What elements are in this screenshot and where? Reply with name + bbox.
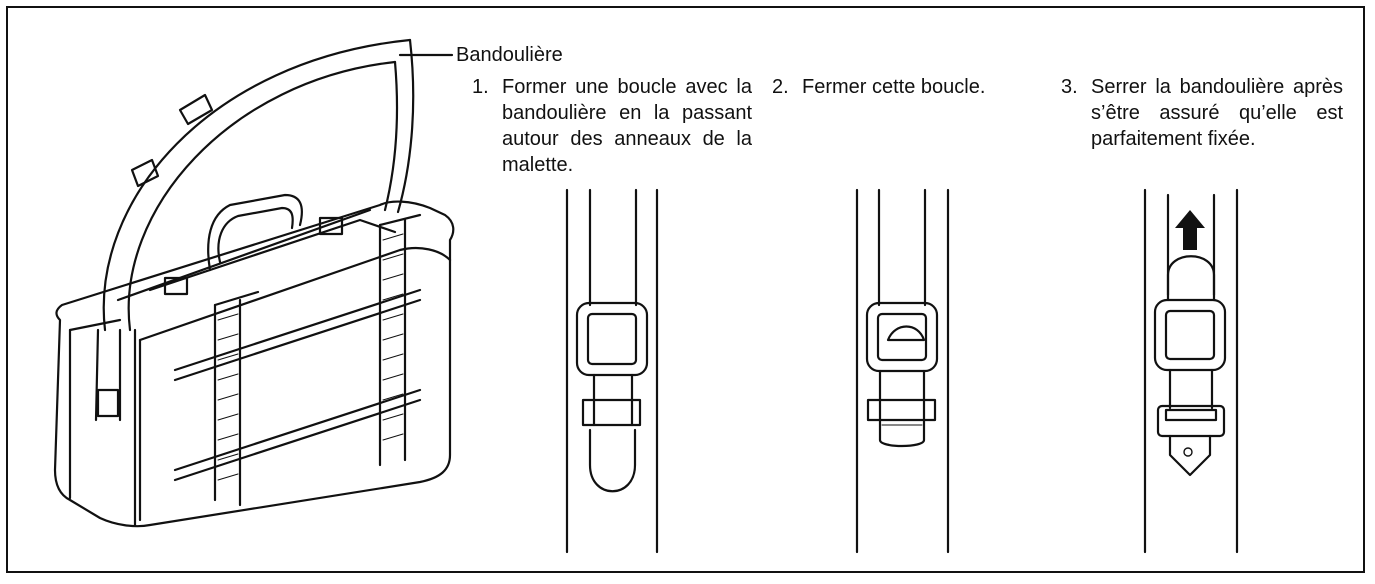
step-1-text: Former une boucle avec la bandoulière en… bbox=[502, 76, 752, 176]
step-2-text: Fermer cette boucle. bbox=[802, 76, 986, 98]
step-1-number: 1. bbox=[472, 76, 489, 98]
diagram-frame bbox=[6, 6, 1365, 573]
case-illustration bbox=[53, 38, 455, 528]
callout-label: Bandoulière bbox=[456, 44, 563, 66]
step1-illustration bbox=[565, 188, 659, 554]
step-3-text: Serrer la bandoulière après s’être assur… bbox=[1091, 76, 1343, 150]
step-2-number: 2. bbox=[772, 76, 789, 98]
step-3-number: 3. bbox=[1061, 76, 1078, 98]
step3-illustration bbox=[1143, 188, 1239, 554]
arrow-up-icon bbox=[1175, 210, 1205, 250]
step2-illustration bbox=[855, 188, 950, 554]
